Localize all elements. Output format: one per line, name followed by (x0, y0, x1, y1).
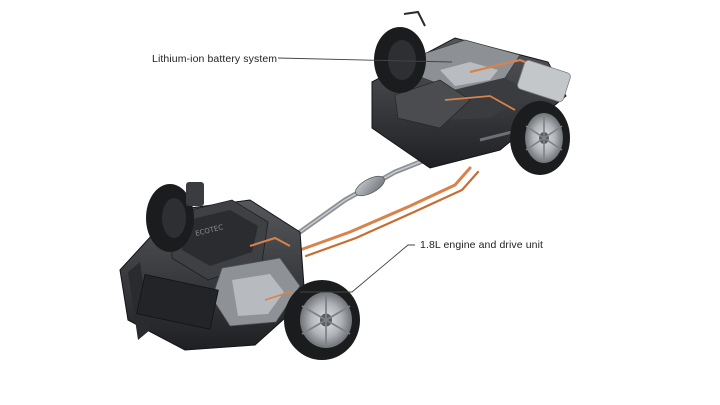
callout-engine-label: 1.8L engine and drive unit (420, 239, 544, 251)
wheel-icon (374, 27, 426, 93)
hv-cable (298, 166, 480, 258)
leader-line-engine (300, 244, 415, 293)
callout-battery-label: Lithium-ion battery system (152, 53, 278, 65)
leader-line-battery (277, 57, 453, 63)
wheel-icon (510, 101, 570, 175)
wheel-icon (284, 280, 360, 360)
wheel-icon (146, 182, 204, 252)
